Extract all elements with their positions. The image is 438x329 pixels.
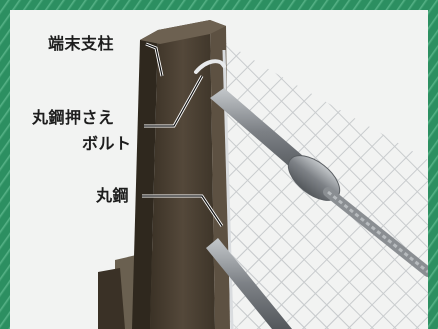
- end-post-top: [140, 20, 226, 44]
- label-bolt-line2: ボルト: [82, 134, 132, 153]
- fence-end-post-illustration: [98, 20, 428, 329]
- label-bolt-line1: 丸鋼押さえ: [32, 108, 115, 127]
- label-end-post: 端末支柱: [48, 34, 115, 53]
- leader-end-post-line: [145, 43, 163, 77]
- upper-tension-rod: [210, 88, 310, 174]
- round-steel-bolt: [194, 59, 226, 74]
- leader-bolt-line: [144, 75, 203, 127]
- lower-tension-rod: [206, 238, 292, 329]
- illustration-canvas: 端末支柱 丸鋼押さえ ボルト 丸鋼: [10, 10, 428, 329]
- post-flange-lower: [98, 268, 125, 329]
- leader-round-steel-line: [142, 195, 223, 227]
- wire-cable-strand: [327, 190, 428, 274]
- end-post-web: [150, 20, 215, 329]
- end-post-flange-left: [132, 30, 158, 329]
- label-round-steel: 丸鋼: [96, 186, 130, 205]
